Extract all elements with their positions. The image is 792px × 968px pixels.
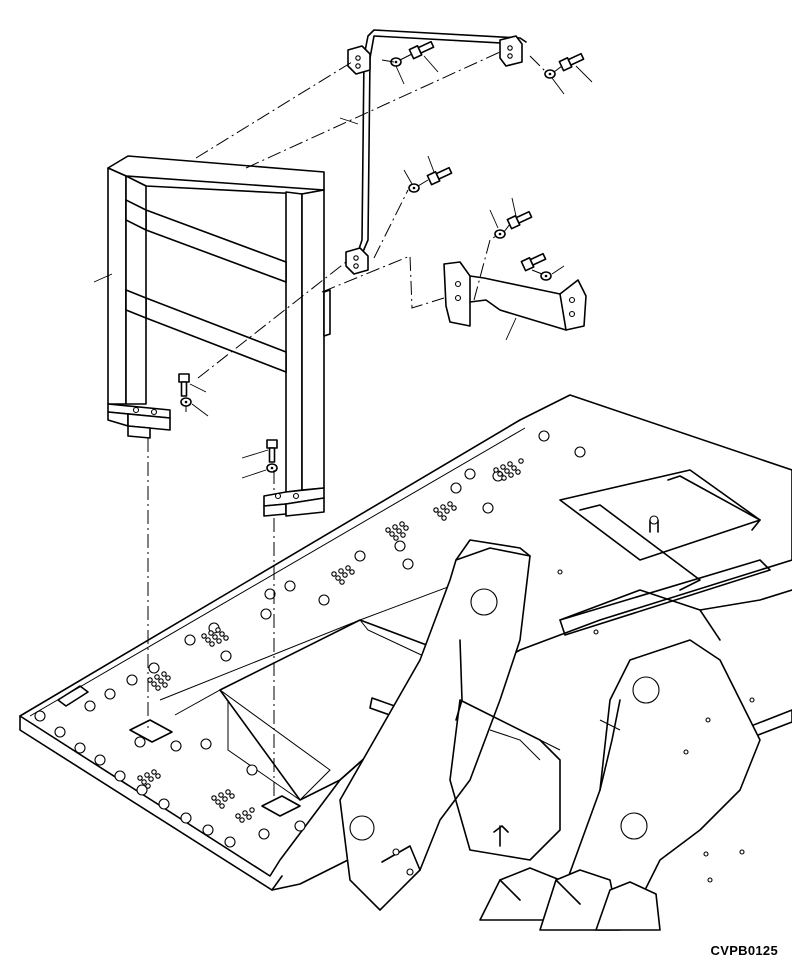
hex-bolt xyxy=(178,40,585,463)
deck-bolt-heads xyxy=(34,430,586,848)
deck-perforations xyxy=(137,458,524,823)
boom-mount-plate-right xyxy=(449,639,761,901)
pin-lugs xyxy=(479,867,661,931)
mounting-bracket xyxy=(443,261,587,331)
washer xyxy=(180,57,556,473)
frame-rail-right xyxy=(539,569,792,883)
deck-mount-pad-left xyxy=(129,719,173,743)
assembly-centerlines xyxy=(147,51,563,800)
deck-mount-pad-right xyxy=(261,795,301,817)
brace-rod xyxy=(345,29,527,275)
guard-rail-frame xyxy=(107,155,331,517)
callout-leaders xyxy=(93,55,593,479)
drawing-code: CVPB0125 xyxy=(710,943,778,958)
